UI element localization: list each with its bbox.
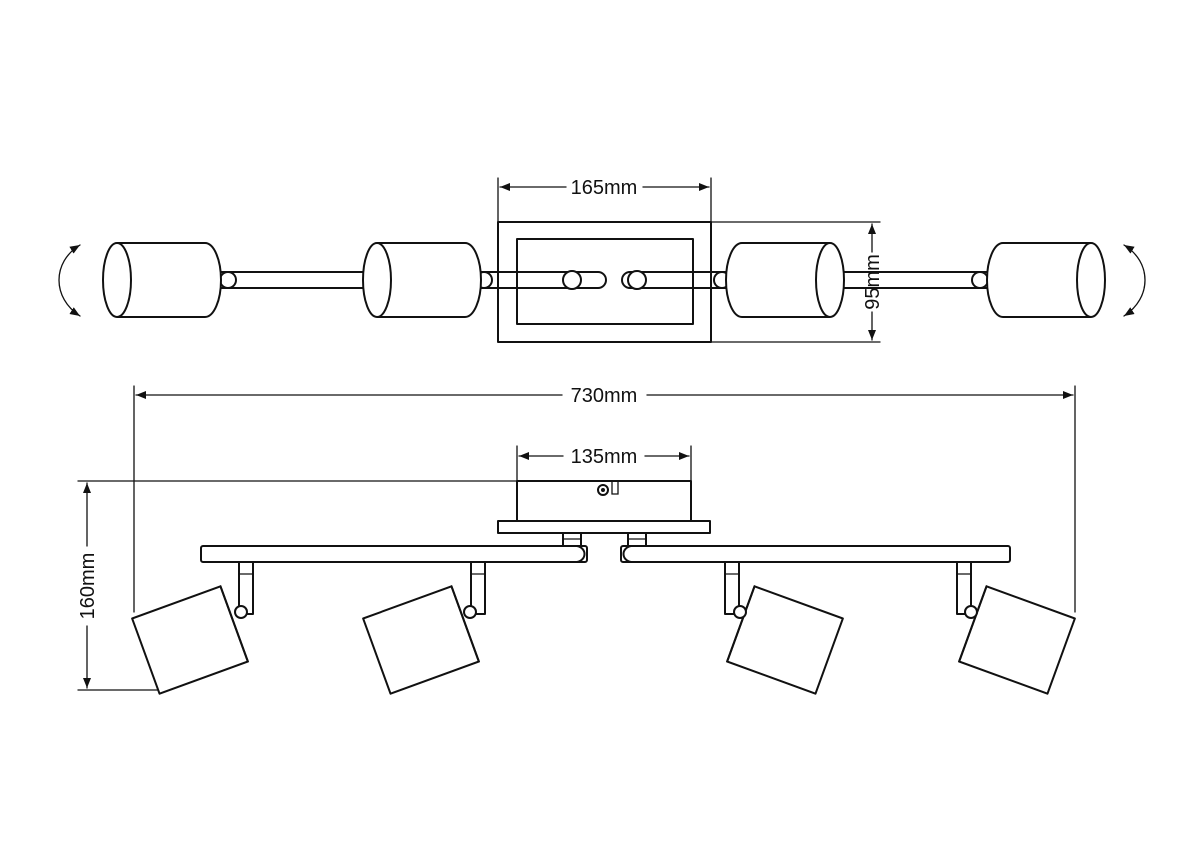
dimension-base-length: 165mm bbox=[497, 177, 712, 223]
top-spotlight-3 bbox=[725, 242, 845, 318]
rotation-arrow-left-icon bbox=[58, 244, 81, 317]
dimension-label-plate-length: 135mm bbox=[571, 446, 638, 468]
dimension-label-height: 160mm bbox=[77, 553, 99, 620]
front-spotlight-2 bbox=[362, 561, 486, 695]
top-view: 165mm 95mm bbox=[58, 177, 1146, 343]
top-spotlight-4 bbox=[986, 242, 1106, 318]
dimension-label-base-length: 165mm bbox=[571, 177, 638, 199]
rotation-arrow-right-icon bbox=[1123, 244, 1146, 317]
dimension-plate-length: 135mm bbox=[516, 445, 692, 482]
front-view: 730mm 135mm 160mm bbox=[77, 385, 1076, 695]
dimension-label-base-depth: 95mm bbox=[862, 254, 884, 310]
dimension-label-total-length: 730mm bbox=[571, 385, 638, 407]
dimension-base-depth: 95mm bbox=[710, 221, 884, 343]
top-spotlight-1 bbox=[102, 242, 222, 318]
canopy-plate bbox=[497, 520, 711, 534]
top-spotlight-2 bbox=[362, 242, 482, 318]
front-spotlight-1 bbox=[131, 561, 254, 695]
front-left-bar bbox=[200, 532, 588, 563]
front-spotlight-3 bbox=[724, 561, 844, 695]
front-spotlight-4 bbox=[956, 561, 1076, 695]
ceiling-block-slot bbox=[611, 480, 619, 495]
front-right-bar bbox=[620, 532, 1011, 563]
dimension-total-length: 730mm bbox=[133, 385, 1076, 613]
dimension-height: 160mm bbox=[77, 480, 518, 691]
